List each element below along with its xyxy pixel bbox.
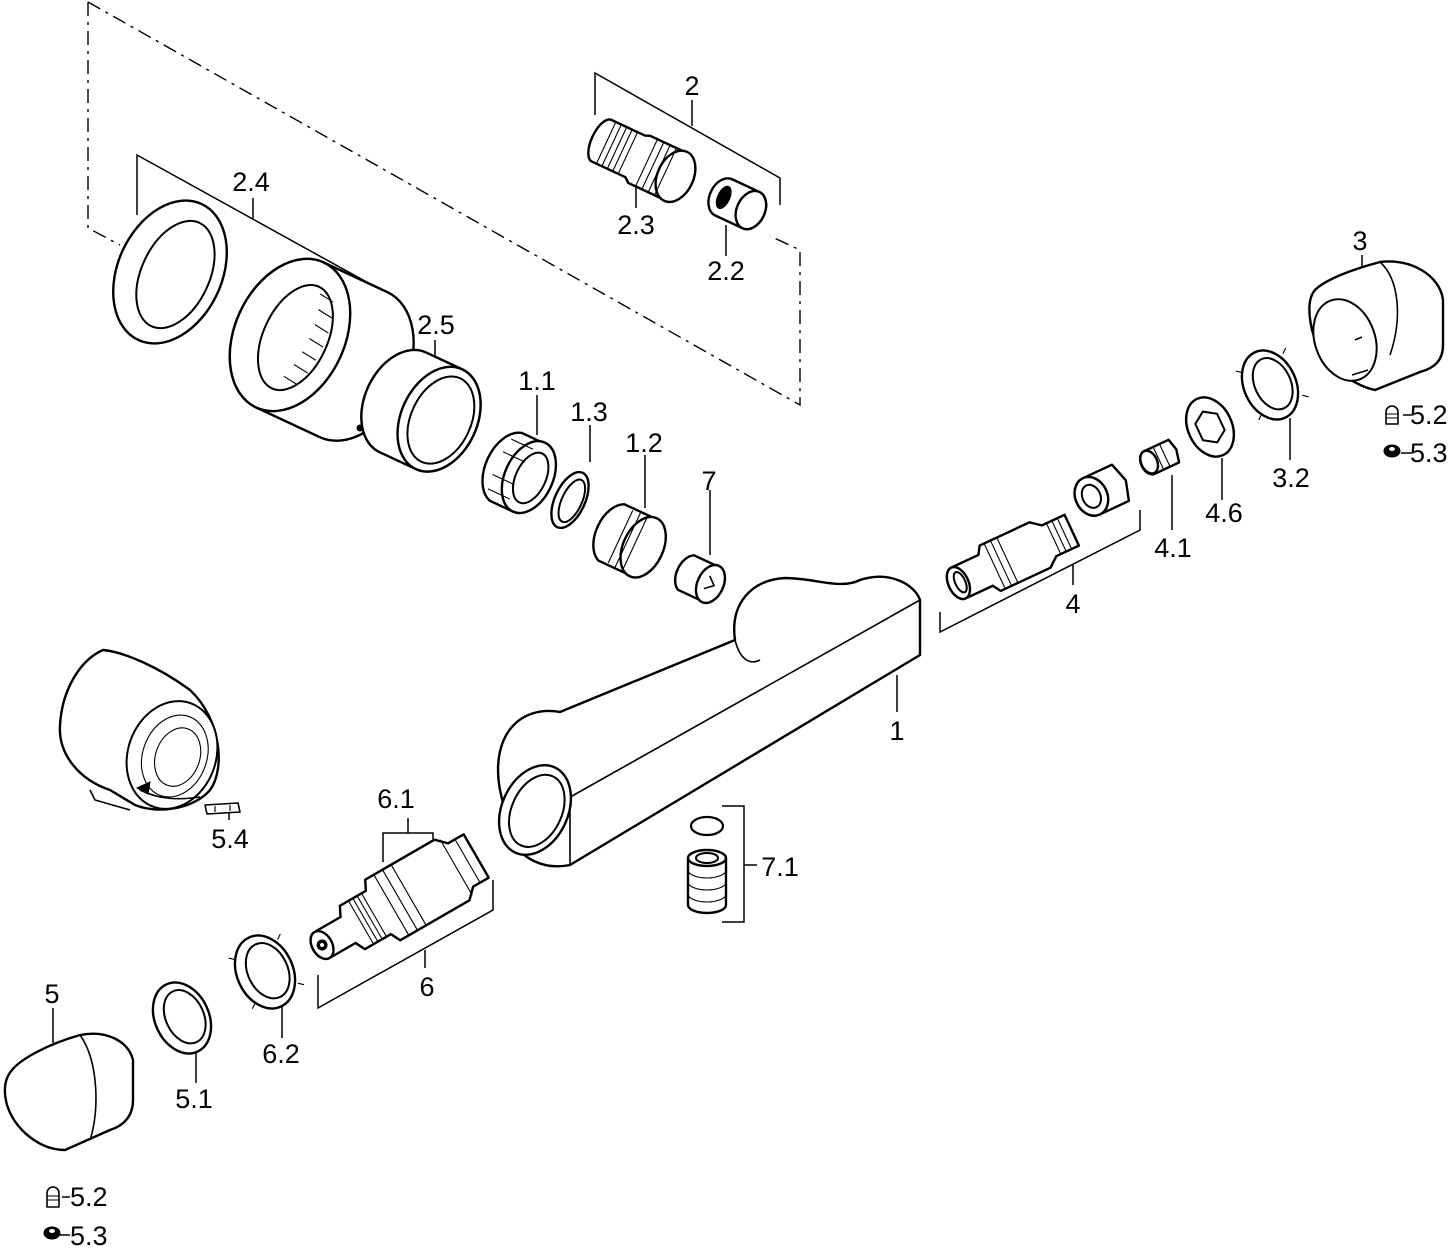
label-5-1: 5.1 xyxy=(175,1084,213,1114)
spindle-adapter-4-1 xyxy=(1138,438,1181,476)
lock-ring-3-2 xyxy=(1235,347,1309,421)
label-4-6: 4.6 xyxy=(1205,498,1243,528)
flow-handle-5-front xyxy=(58,648,220,811)
rosette-ring-2-4 xyxy=(112,199,228,345)
part-labels: 1 1.1 1.2 1.3 2 2.2 2.3 2.4 2.5 3 3.2 4 … xyxy=(44,71,1447,1249)
label-5-2-right: 5.2 xyxy=(1410,400,1448,430)
screw-connection-2-3 xyxy=(587,118,697,204)
label-3: 3 xyxy=(1352,226,1367,256)
screw-5-2-right xyxy=(1385,405,1399,425)
strainer-2-2 xyxy=(707,177,768,231)
clip-5-4 xyxy=(204,802,241,815)
label-3-2: 3.2 xyxy=(1272,463,1310,493)
label-5-4: 5.4 xyxy=(211,824,249,854)
cartridge-nut-4 xyxy=(1073,463,1131,517)
retaining-ring-1-3 xyxy=(550,470,590,530)
label-7: 7 xyxy=(701,466,716,496)
label-1-1: 1.1 xyxy=(518,366,556,396)
label-5-3-left: 5.3 xyxy=(70,1221,108,1249)
label-5-2-left: 5.2 xyxy=(70,1182,108,1212)
label-7-1: 7.1 xyxy=(761,852,799,882)
screw-5-2-left xyxy=(46,1186,60,1208)
item-leader-lines xyxy=(52,180,1412,1236)
label-5: 5 xyxy=(44,979,59,1009)
label-2-3: 2.3 xyxy=(617,210,655,240)
cartridge-4 xyxy=(945,513,1081,601)
label-4-1: 4.1 xyxy=(1154,533,1192,563)
label-4: 4 xyxy=(1065,589,1080,619)
label-6-2: 6.2 xyxy=(262,1039,300,1069)
label-2-5: 2.5 xyxy=(417,310,455,340)
label-2-2: 2.2 xyxy=(707,256,745,286)
label-6: 6 xyxy=(419,972,434,1002)
sleeve-2-5 xyxy=(356,348,482,473)
plug-5-3-right xyxy=(1383,444,1401,458)
label-1-2: 1.2 xyxy=(625,428,663,458)
rosette-sleeve-2-4 xyxy=(228,257,415,442)
thermostat-cartridge-6 xyxy=(309,833,490,961)
label-1: 1 xyxy=(889,716,904,746)
flow-handle-5-bottom xyxy=(3,1032,135,1152)
check-valve-1-2 xyxy=(592,503,667,579)
thermostat-body-1 xyxy=(496,575,922,868)
assembly-dashed-outline xyxy=(87,1,801,407)
check-valve-insert-7 xyxy=(674,554,727,605)
label-2: 2 xyxy=(684,71,699,101)
label-5-3-right: 5.3 xyxy=(1410,438,1448,468)
temperature-handle-3 xyxy=(1308,260,1445,392)
check-valve-kit-7-1 xyxy=(686,815,728,915)
adapter-ring-5-1 xyxy=(151,981,213,1055)
label-2-4: 2.4 xyxy=(232,167,270,197)
plug-5-3-left xyxy=(43,1226,61,1240)
lock-ring-6-2 xyxy=(228,933,305,1010)
hex-ring-4-6 xyxy=(1184,396,1236,458)
label-1-3: 1.3 xyxy=(570,397,608,427)
union-nut-1-1 xyxy=(481,431,558,515)
label-6-1: 6.1 xyxy=(377,784,415,814)
